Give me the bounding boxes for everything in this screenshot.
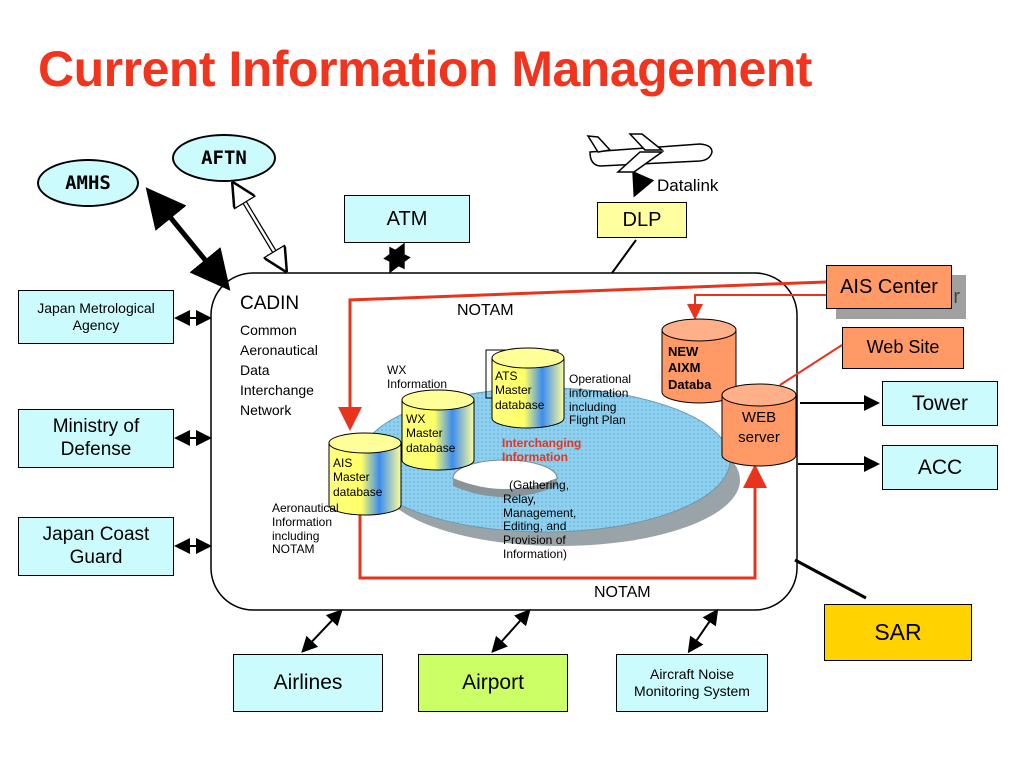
airplane-icon xyxy=(586,133,713,173)
dlp-box: DLP xyxy=(597,202,687,238)
japan-meteorological-agency-box: Japan Metrological Agency xyxy=(18,290,174,344)
sar-box: SAR xyxy=(824,604,972,661)
cadin-title: CADIN xyxy=(240,293,300,314)
page-title: Current Information Management xyxy=(38,41,812,97)
amhs-node: AMHS xyxy=(37,159,139,207)
aircraft-noise-monitoring-box: Aircraft Noise Monitoring System xyxy=(616,654,768,712)
airport-box: Airport xyxy=(418,654,568,712)
gathering-label: (Gathering,Relay, Management,Editing, an… xyxy=(503,478,577,561)
wx-cylinder xyxy=(401,389,475,471)
web-site-box: Web Site xyxy=(842,327,964,369)
aixm-cylinder xyxy=(661,318,737,404)
datalink-label: Datalink xyxy=(657,176,719,195)
ats-cylinder xyxy=(491,347,565,429)
acc-box: ACC xyxy=(882,445,998,490)
japan-coast-guard-box: Japan Coast Guard xyxy=(18,517,174,576)
notam-bottom-label: NOTAM xyxy=(594,584,651,601)
cadin-subtitle: Common Aeronautical Data Interchange Net… xyxy=(240,322,318,418)
web-server-cylinder xyxy=(721,383,797,467)
ministry-of-defense-box: Ministry of Defense xyxy=(18,409,174,468)
airlines-box: Airlines xyxy=(233,654,383,712)
aftn-node: AFTN xyxy=(172,134,276,182)
atm-box: ATM xyxy=(344,195,470,243)
tower-box: Tower xyxy=(882,381,998,426)
ais-cylinder xyxy=(328,432,402,516)
notam-top-label: NOTAM xyxy=(457,302,514,319)
ais-center-box: AIS Center xyxy=(826,265,952,309)
